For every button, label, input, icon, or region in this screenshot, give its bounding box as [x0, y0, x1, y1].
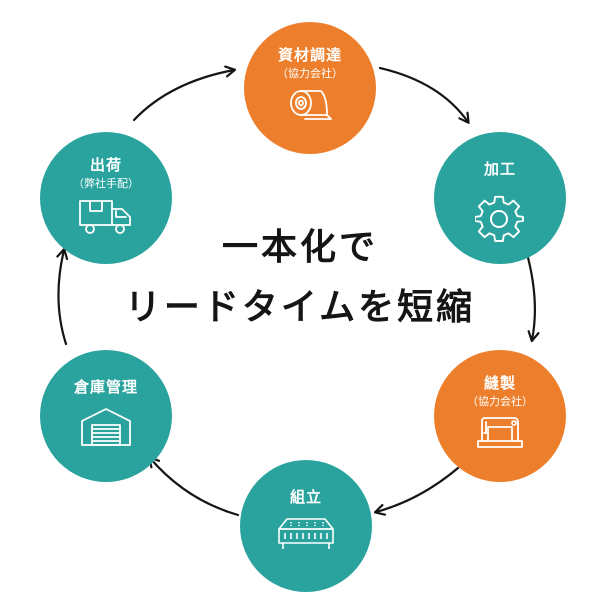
- node-subtitle: （協力会社）: [467, 395, 533, 408]
- node-title: 加工: [483, 160, 516, 178]
- gear-icon: [474, 195, 525, 249]
- arrow-ltop-to-top: [132, 70, 234, 122]
- arrow-bottom-to-lbottom: [150, 458, 240, 517]
- arrow-top-to-right: [378, 66, 468, 122]
- warehouse-icon: [80, 407, 132, 451]
- node-title: 資材調達: [277, 46, 342, 64]
- node-warehouse-management: 倉庫管理: [40, 350, 172, 482]
- node-subtitle: （弊社手配）: [73, 177, 139, 190]
- mattress-icon: [277, 517, 335, 557]
- sewing-machine-icon: [474, 415, 526, 455]
- arrow-right-to-rbottom: [524, 248, 535, 340]
- node-shipping: 出荷 （弊社手配）: [40, 132, 172, 264]
- node-title: 倉庫管理: [73, 378, 138, 396]
- center-headline-line1: 一本化で: [221, 227, 378, 268]
- node-sewing: 縫製 （協力会社）: [434, 350, 566, 482]
- node-title: 出荷: [89, 156, 122, 174]
- arrow-lbottom-to-ltop: [58, 250, 66, 346]
- node-material-procurement: 資材調達 （協力会社）: [244, 22, 376, 154]
- node-title: 縫製: [483, 374, 516, 392]
- arrow-rbottom-to-bottom: [376, 466, 460, 512]
- fabric-roll-icon: [287, 87, 333, 127]
- center-headline-line2: リードタイムを短縮: [124, 287, 476, 328]
- node-assembly: 組立: [240, 460, 372, 592]
- node-subtitle: （協力会社）: [277, 67, 343, 80]
- delivery-truck-icon: [78, 197, 134, 241]
- node-title: 組立: [289, 488, 322, 506]
- node-processing: 加工: [434, 132, 566, 264]
